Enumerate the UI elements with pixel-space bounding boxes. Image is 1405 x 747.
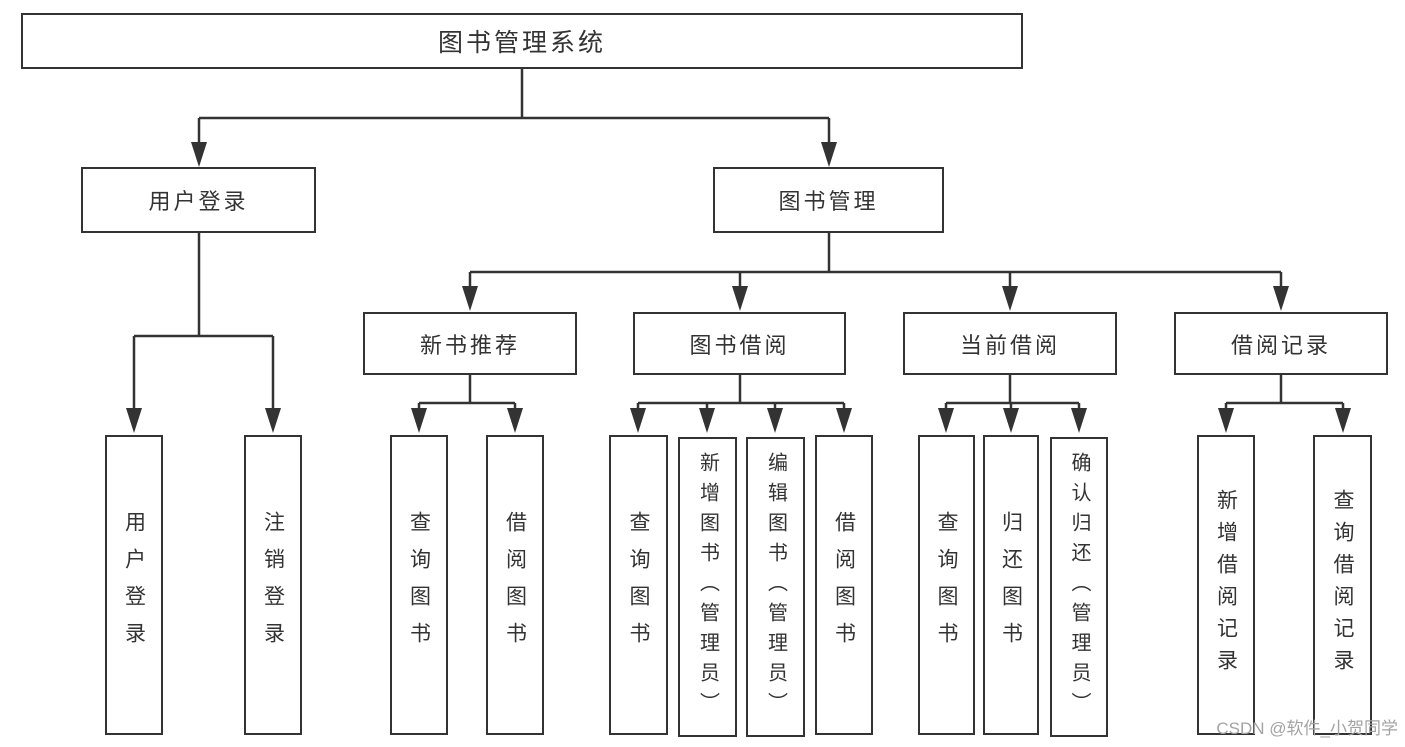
leaf-label: 注销登录: [261, 511, 285, 659]
leaf-query-books-recommend: 查询图书: [390, 435, 448, 735]
node-library-system: 图书管理系统: [21, 13, 1023, 69]
edge-current-borrow-to-leaves: [938, 375, 1087, 433]
node-label: 图书借阅: [689, 332, 790, 358]
leaf-edit-books-admin: 编辑图书（管理员）: [746, 437, 805, 737]
edge-book-borrow-to-leaves: [630, 375, 852, 433]
leaf-confirm-return-admin: 确认归还（管理员）: [1050, 437, 1108, 737]
leaf-add-books-admin: 新增图书（管理员）: [678, 437, 737, 737]
node-book-management: 图书管理: [713, 167, 944, 233]
leaf-query-books-current: 查询图书: [918, 435, 975, 735]
leaf-return-books: 归还图书: [983, 435, 1039, 735]
leaf-label: 确认归还（管理员）: [1068, 452, 1090, 722]
node-label: 图书管理系统: [437, 29, 606, 57]
leaf-label: 归还图书: [999, 511, 1023, 659]
leaf-label: 借阅图书: [832, 511, 856, 659]
node-borrow-records: 借阅记录: [1174, 312, 1388, 375]
leaf-add-borrow-record: 新增借阅记录: [1197, 435, 1255, 735]
node-current-borrow: 当前借阅: [903, 312, 1117, 375]
edge-new-book-recommend-to-leaves: [411, 375, 523, 433]
node-book-borrow: 图书借阅: [633, 312, 846, 375]
node-label: 图书管理: [778, 189, 879, 214]
edge-user-login-to-leaves: [126, 233, 281, 433]
node-label: 当前借阅: [959, 332, 1060, 358]
edge-book-management-to-level2: [462, 233, 1289, 311]
leaf-label: 用户登录: [122, 511, 146, 659]
leaf-borrow-books: 借阅图书: [815, 435, 873, 735]
leaf-label: 新增借阅记录: [1214, 489, 1238, 681]
leaf-label: 新增图书（管理员）: [696, 452, 719, 722]
edge-borrow-records-to-leaves: [1218, 375, 1351, 433]
watermark: CSDN @软件_小贺同学: [1216, 719, 1398, 738]
leaf-query-books-borrow: 查询图书: [609, 435, 668, 735]
leaf-label: 借阅图书: [503, 511, 527, 659]
node-label: 新书推荐: [419, 332, 520, 358]
leaf-label: 查询图书: [407, 511, 431, 659]
leaf-borrow-books-recommend: 借阅图书: [486, 435, 544, 735]
node-label: 用户登录: [148, 189, 249, 214]
node-user-login: 用户登录: [81, 167, 316, 233]
leaf-label: 查询图书: [935, 511, 958, 659]
node-label: 借阅记录: [1230, 332, 1331, 358]
node-new-book-recommend: 新书推荐: [363, 312, 577, 375]
leaf-user-login: 用户登录: [105, 435, 163, 735]
leaf-label: 查询图书: [627, 511, 650, 659]
leaf-label: 编辑图书（管理员）: [764, 452, 787, 722]
leaf-logout: 注销登录: [244, 435, 302, 735]
leaf-label: 查询借阅记录: [1331, 489, 1354, 681]
edge-root-to-level1: [191, 68, 837, 167]
leaf-query-borrow-record: 查询借阅记录: [1313, 435, 1372, 735]
